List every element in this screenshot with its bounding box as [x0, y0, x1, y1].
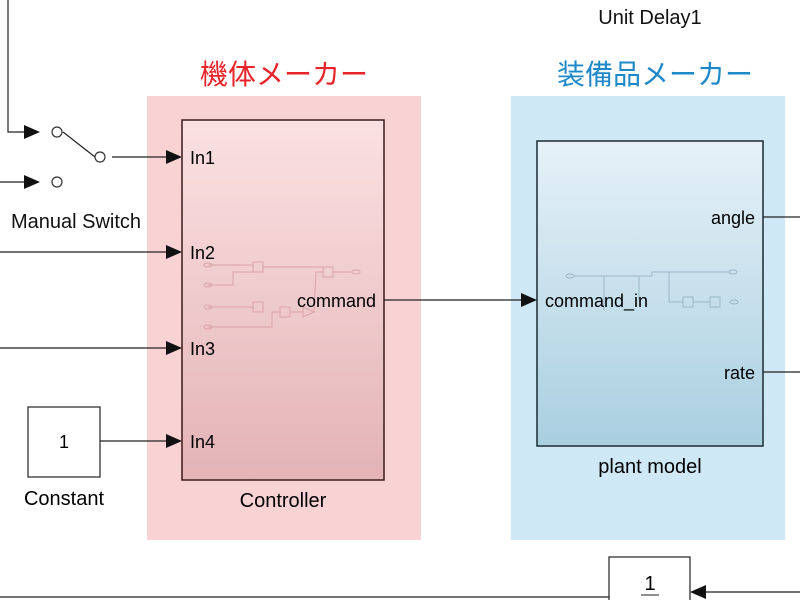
inport-in2: In2 [190, 243, 215, 263]
area-equipment-title: 装備品メーカー [557, 59, 753, 90]
unit-delay-label: Unit Delay1 [598, 7, 701, 29]
constant-value: 1 [59, 432, 69, 452]
constant-block[interactable] [27, 406, 101, 478]
controller-preview [203, 261, 361, 330]
inport-in1: In1 [190, 148, 215, 168]
inport-in3: In3 [190, 339, 215, 359]
controller-label: Controller [240, 490, 327, 512]
plant-preview [565, 269, 739, 310]
unit-delay-block[interactable] [608, 556, 691, 600]
outport-angle: angle [711, 208, 755, 228]
manual-switch-label: Manual Switch [11, 211, 141, 233]
controller-block[interactable] [181, 119, 385, 481]
constant-label: Constant [24, 488, 104, 510]
outport-rate: rate [724, 363, 755, 383]
plant-model-label: plant model [598, 456, 701, 478]
inport-command-in: command_in [545, 291, 648, 312]
inport-in4: In4 [190, 432, 215, 452]
plant-model-block[interactable] [536, 140, 764, 447]
manual-switch[interactable] [51, 126, 106, 188]
area-airframe-title: 機体メーカー [200, 59, 368, 90]
unit-delay-value: 1 [644, 573, 655, 595]
outport-command: command [297, 291, 376, 311]
arrowheads [24, 125, 706, 599]
